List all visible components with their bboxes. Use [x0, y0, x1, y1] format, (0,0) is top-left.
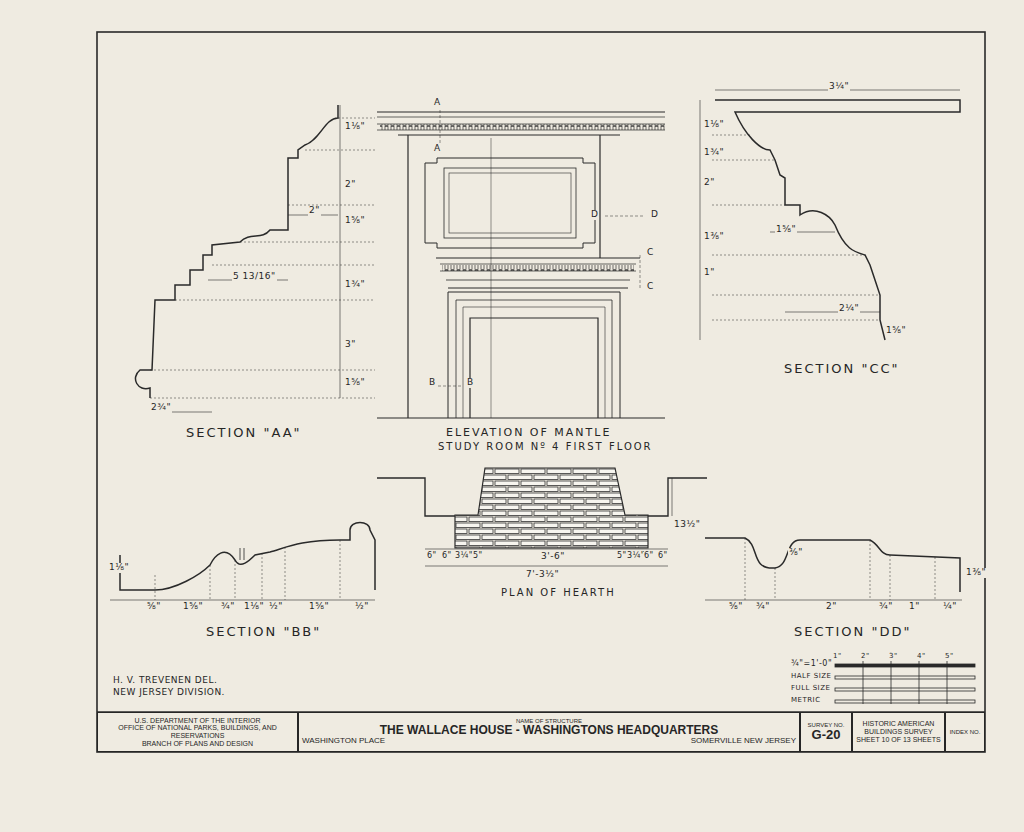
view-title: PLAN OF HEARTH [500, 587, 617, 598]
dimension-label: 1" [832, 653, 843, 661]
title-text: BRANCH OF PLANS AND DESIGN [142, 740, 253, 748]
dimension-label: 5" [472, 552, 484, 561]
dimension-label: 6" [643, 552, 655, 561]
title-block-cell: HISTORIC AMERICAN BUILDINGS SURVEYSHEET … [852, 712, 945, 752]
view-title: SECTION "CC" [783, 362, 901, 376]
title-text: NAME OF STRUCTURE [516, 718, 582, 725]
view-title: SECTION "BB" [205, 625, 322, 639]
dimension-label: 1⅝" [344, 216, 366, 226]
dimension-label: 1⅝" [182, 602, 204, 612]
delineator-note: NEW JERSEY DIVISION. [112, 688, 226, 698]
view-title: STUDY ROOM Nº 4 FIRST FLOOR [437, 441, 654, 452]
title-text: WASHINGTON PLACE [302, 737, 385, 746]
title-row: SHEET 10 OF 13 SHEETS [856, 736, 941, 744]
dimension-label: D [650, 210, 659, 220]
dimension-label: HALF SIZE [790, 673, 832, 681]
dimension-label: ½" [268, 602, 284, 612]
dimension-label: 3" [888, 653, 899, 661]
dimension-label: ¾" [220, 602, 236, 612]
title-row: INDEX NO. [949, 729, 981, 736]
dimension-label: 1⅛" [243, 602, 265, 612]
title-row: NAME OF STRUCTURE [302, 718, 796, 725]
dimension-label: 2" [860, 653, 871, 661]
title-block-cell: NAME OF STRUCTURETHE WALLACE HOUSE - WAS… [298, 712, 800, 752]
dimension-label: 3" [344, 340, 357, 350]
dimension-label: 2" [308, 206, 321, 216]
dimension-label: 1⅝" [885, 326, 907, 336]
dimension-label: 2" [703, 178, 716, 188]
title-text: U.S. DEPARTMENT OF THE INTERIOR [135, 717, 261, 725]
title-row: HISTORIC AMERICAN BUILDINGS SURVEY [856, 720, 941, 735]
dimension-label: 13½" [673, 520, 701, 530]
dimension-label: B [428, 378, 437, 388]
dimension-label: 3¼" [828, 82, 850, 92]
title-block-cell: INDEX NO. [945, 712, 985, 752]
dimension-label: 1⅝" [344, 378, 366, 388]
dimension-label: 1" [908, 602, 921, 612]
dimension-label: 4" [916, 653, 927, 661]
title-text: HISTORIC AMERICAN BUILDINGS SURVEY [856, 720, 941, 735]
title-row: WASHINGTON PLACE SOMERVILLE NEW JERSEY [302, 737, 796, 746]
dimension-label: METRIC [790, 697, 822, 705]
title-text: INDEX NO. [950, 729, 981, 736]
dimension-label: ¾"=1'-0" [790, 660, 833, 669]
dimension-label: 1⅛" [344, 122, 366, 132]
dimension-label: ⅝" [728, 602, 744, 612]
dimension-label: 6" [441, 552, 453, 561]
dimension-label: 1¾" [344, 280, 366, 290]
view-title: SECTION "AA" [185, 426, 303, 440]
dimension-label: 2" [344, 180, 357, 190]
dimension-label: D [590, 210, 599, 220]
title-text: SHEET 10 OF 13 SHEETS [856, 736, 940, 744]
dimension-label: ⅝" [146, 602, 162, 612]
dimension-label: A [433, 144, 442, 154]
title-text: SURVEY NO. [808, 722, 845, 729]
dimension-label: 1¾" [703, 148, 725, 158]
title-text: SOMERVILLE NEW JERSEY [691, 737, 796, 746]
dimension-label: 7'-3½" [525, 570, 560, 580]
dimension-label: 6" [426, 552, 438, 561]
dimension-label: B [466, 378, 475, 388]
dimension-label: 1⅝" [775, 225, 797, 235]
dimension-label: ¾" [755, 602, 771, 612]
title-text: OFFICE OF NATIONAL PARKS, BUILDINGS, AND… [101, 724, 294, 739]
title-block-cell: SURVEY NO.G-20 [800, 712, 852, 752]
dimension-label: 1" [703, 268, 716, 278]
dimension-label: 1⅛" [108, 563, 130, 573]
title-text: THE WALLACE HOUSE - WASHINGTONS HEADQUAR… [380, 724, 718, 737]
title-block-cell: U.S. DEPARTMENT OF THE INTERIOROFFICE OF… [97, 712, 298, 752]
dimension-label: 3'-6" [540, 552, 566, 562]
dimension-label: 2" [825, 602, 838, 612]
dimension-label: C [646, 248, 655, 258]
title-row: THE WALLACE HOUSE - WASHINGTONS HEADQUAR… [302, 724, 796, 737]
dimension-label: C [646, 282, 655, 292]
title-row: U.S. DEPARTMENT OF THE INTERIOR [101, 717, 294, 725]
title-row: G-20 [804, 728, 848, 742]
view-title: SECTION "DD" [793, 625, 912, 639]
title-row: BRANCH OF PLANS AND DESIGN [101, 740, 294, 748]
dimension-label: 1⅛" [703, 120, 725, 130]
dimension-label: 1⅜" [965, 568, 987, 578]
dimension-label: 6" [657, 552, 669, 561]
dimension-label: ¾" [878, 602, 894, 612]
dimension-label: 1⅝" [308, 602, 330, 612]
dimension-label: FULL SIZE [790, 685, 831, 693]
delineator-note: H. V. TREVENEN DEL. [112, 676, 218, 686]
dimension-label: 5" [944, 653, 955, 661]
title-text: G-20 [812, 728, 841, 742]
dimension-label: 2¾" [150, 403, 172, 413]
title-row: OFFICE OF NATIONAL PARKS, BUILDINGS, AND… [101, 724, 294, 739]
dimension-label: ½" [354, 602, 370, 612]
dimension-label: 5 13/16" [232, 272, 277, 282]
dimension-label: ⅜" [788, 548, 804, 558]
dimension-label: 1⅜" [703, 232, 725, 242]
dimension-label: A [433, 98, 442, 108]
dimension-label: ¼" [942, 602, 958, 612]
view-title: ELEVATION OF MANTLE [445, 427, 612, 439]
title-row: SURVEY NO. [804, 722, 848, 729]
dimension-label: 2¼" [838, 304, 860, 314]
